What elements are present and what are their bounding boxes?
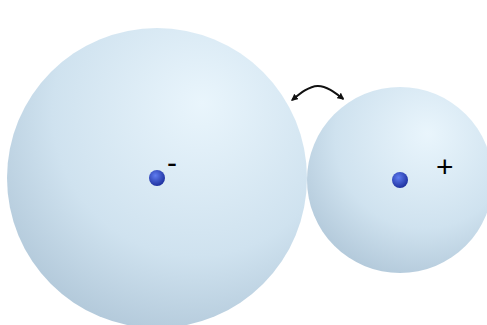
nucleus-dot <box>392 172 408 188</box>
sphere-body <box>307 87 487 273</box>
ion-sphere: - <box>7 28 307 325</box>
ion-sphere: + <box>307 87 487 273</box>
exchange-arrow <box>292 86 343 100</box>
nucleus-dot <box>149 170 165 186</box>
charge-sign: - <box>167 148 177 178</box>
charge-sign: + <box>436 152 454 182</box>
sphere-outline <box>307 87 487 273</box>
sphere-body <box>7 28 307 325</box>
sphere-outline <box>7 28 307 325</box>
